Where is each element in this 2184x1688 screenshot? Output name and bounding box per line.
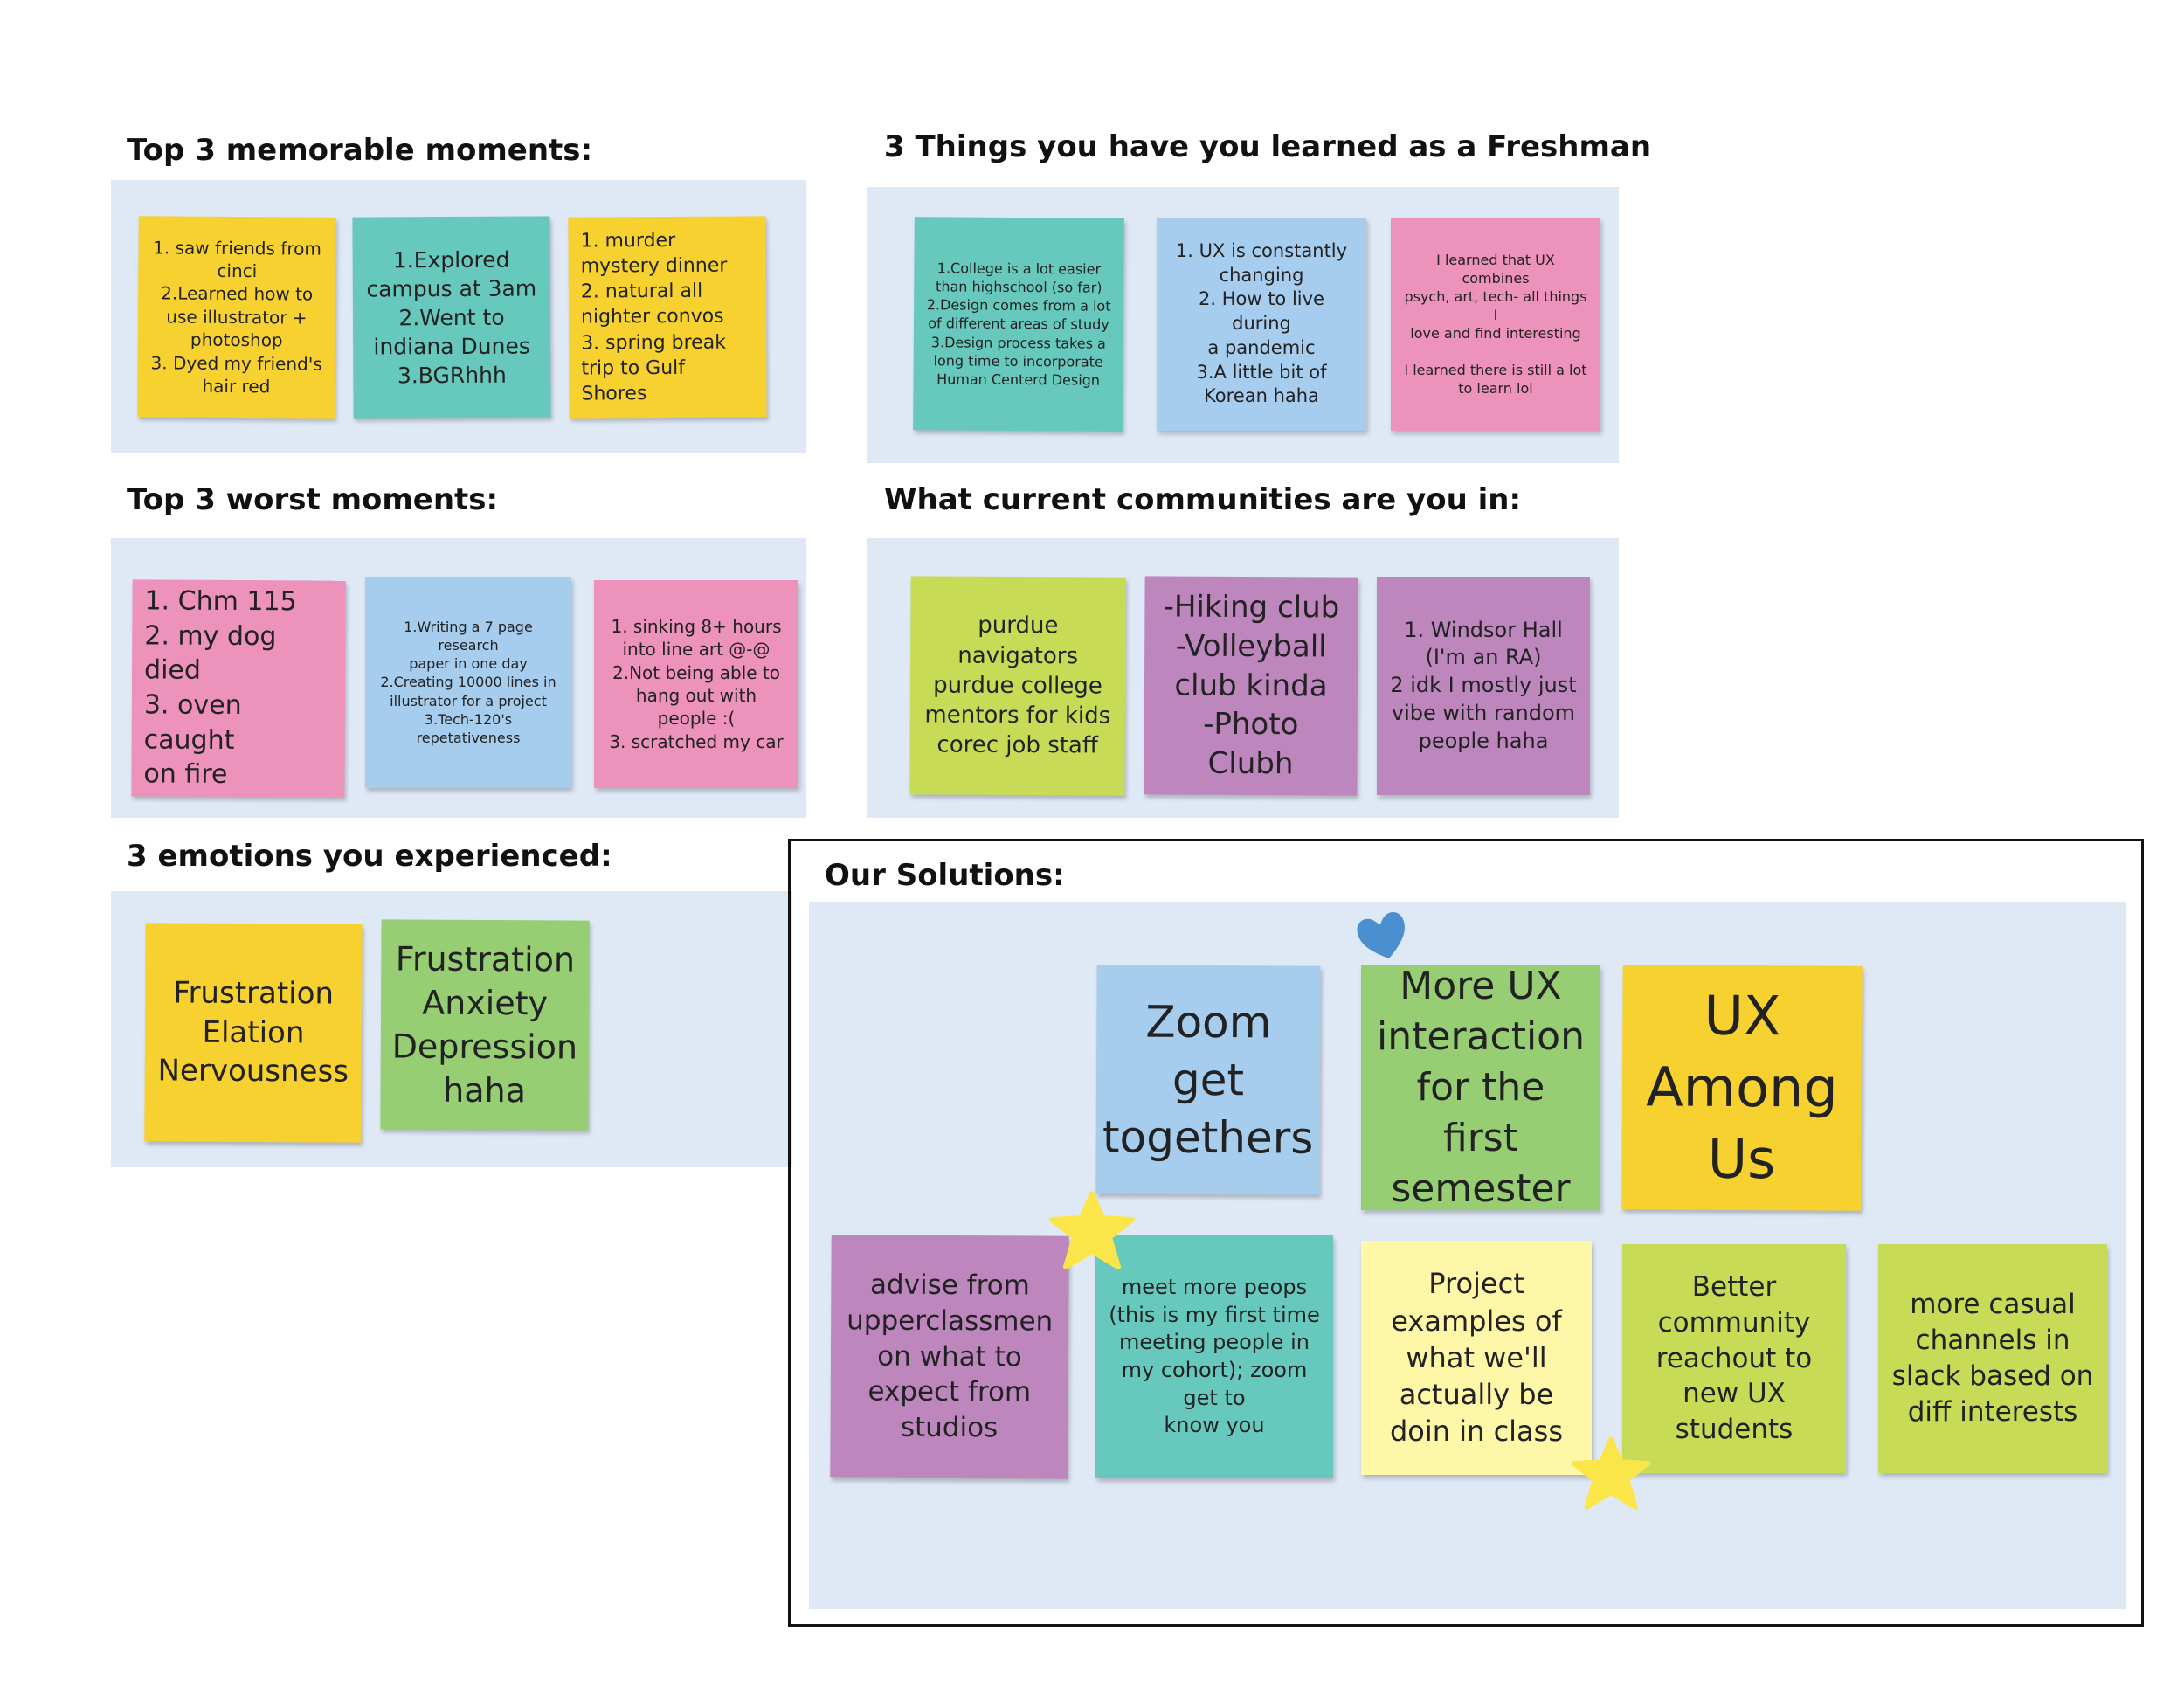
solutions-title: Our Solutions: [825,858,1065,893]
sticky-note-emotions-2[interactable]: Frustration Anxiety Depression haha [380,919,590,1131]
sticky-note-memorable-3[interactable]: 1. murder mystery dinner 2. natural all … [568,216,767,419]
learned-title: 3 Things you have you learned as a Fresh… [884,129,1652,164]
sticky-note-worst-3[interactable]: 1. sinking 8+ hours into line art @-@ 2.… [594,580,798,788]
sticky-note-solution-meet-peops[interactable]: meet more peops (this is my first time m… [1095,1235,1333,1478]
sticky-note-solution-community-reachout[interactable]: Better community reachout to new UX stud… [1622,1244,1846,1473]
star-sticker-icon [1049,1191,1135,1269]
sticky-note-worst-2[interactable]: 1.Writing a 7 page research paper in one… [365,577,571,788]
sticky-note-learned-1[interactable]: 1.College is a lot easier than highschoo… [913,217,1124,432]
worst-title: Top 3 worst moments: [127,482,499,517]
sticky-note-memorable-1[interactable]: 1. saw friends from cinci 2.Learned how … [137,216,336,419]
sticky-note-solution-project-examples[interactable]: Project examples of what we'll actually … [1361,1241,1592,1475]
sticky-note-communities-1[interactable]: purdue navigators purdue college mentors… [909,576,1126,796]
sticky-note-solution-advise[interactable]: advise from upperclassmen on what to exp… [830,1235,1069,1479]
sticky-note-solution-more-ux[interactable]: More UX interaction for the first semest… [1361,964,1600,1211]
sticky-note-memorable-2[interactable]: 1.Explored campus at 3am 2.Went to india… [352,216,551,419]
sticky-note-solution-zoom[interactable]: Zoom get togethers [1095,965,1321,1195]
sticky-note-communities-3[interactable]: 1. Windsor Hall (I'm an RA) 2 idk I most… [1377,577,1590,795]
sticky-note-communities-2[interactable]: -Hiking club -Volleyball club kinda -Pho… [1144,576,1358,796]
solutions-frame [788,839,2144,1627]
sticky-note-learned-3[interactable]: I learned that UX combines psych, art, t… [1391,218,1600,431]
sticky-note-emotions-1[interactable]: Frustration Elation Nervousness [144,923,363,1143]
sticky-note-solution-among-us[interactable]: UX Among Us [1621,965,1863,1211]
heart-sticker-icon [1357,911,1405,959]
star-sticker-icon [1571,1436,1651,1510]
sticky-note-learned-2[interactable]: 1. UX is constantly changing 2. How to l… [1157,218,1366,431]
sticky-note-worst-1[interactable]: 1. Chm 115 2. my dog died 3. oven caught… [131,579,346,798]
emotions-title: 3 emotions you experienced: [127,839,612,874]
sticky-note-solution-slack-channels[interactable]: more casual channels in slack based on d… [1878,1244,2107,1473]
communities-title: What current communities are you in: [884,482,1522,517]
memorable-title: Top 3 memorable moments: [127,133,593,168]
